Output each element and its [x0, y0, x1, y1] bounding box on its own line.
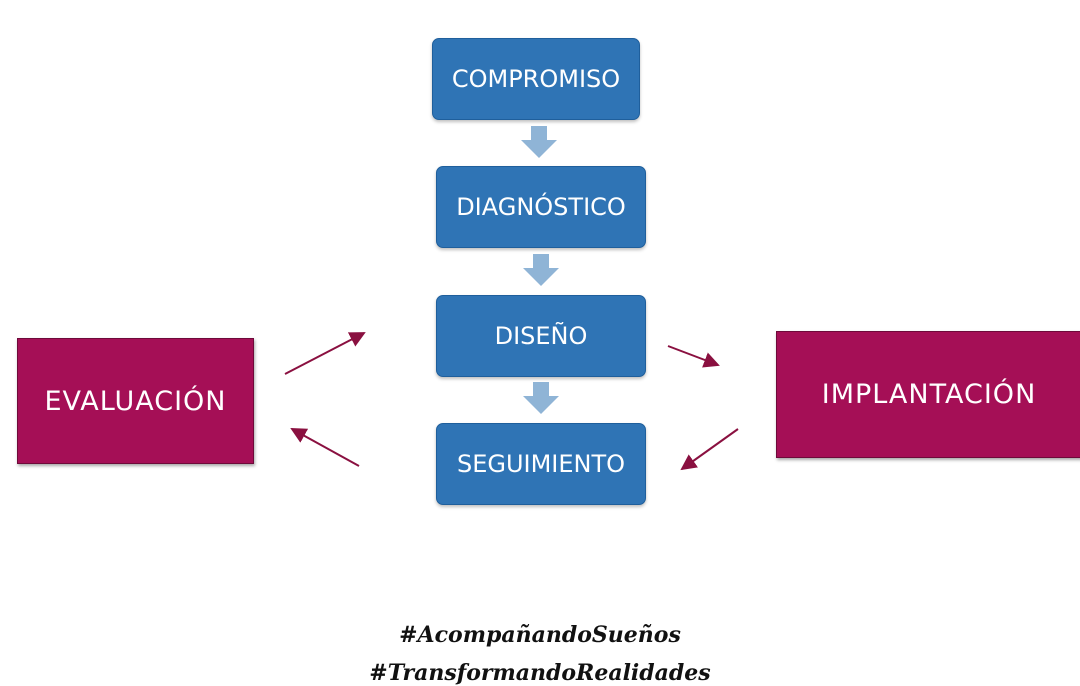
step-seguimiento: SEGUIMIENTO — [436, 423, 646, 505]
connector-arrow-icon — [290, 428, 360, 467]
hashtag: #AcompañandoSueños — [399, 622, 681, 648]
step-label: DIAGNÓSTICO — [456, 193, 626, 221]
step-label: COMPROMISO — [451, 65, 621, 93]
implantacion-box: IMPLANTACIÓN — [776, 331, 1080, 458]
down-arrow-icon — [521, 126, 557, 158]
down-arrow-icon — [523, 382, 559, 414]
implantacion-label: IMPLANTACIÓN — [821, 379, 1037, 410]
evaluacion-box: EVALUACIÓN — [17, 338, 254, 464]
step-diagnostico: DIAGNÓSTICO — [436, 166, 646, 248]
connector-arrow-icon — [680, 428, 739, 471]
connector-arrow-icon — [284, 332, 366, 375]
evaluacion-label: EVALUACIÓN — [44, 385, 227, 417]
step-label: SEGUIMIENTO — [456, 450, 626, 478]
hashtag: #TransformandoRealidades — [369, 660, 711, 686]
connector-arrow-icon — [667, 345, 720, 368]
step-label: DISEÑO — [494, 322, 588, 350]
step-diseno: DISEÑO — [436, 295, 646, 377]
down-arrow-icon — [523, 254, 559, 286]
step-compromiso: COMPROMISO — [432, 38, 640, 120]
